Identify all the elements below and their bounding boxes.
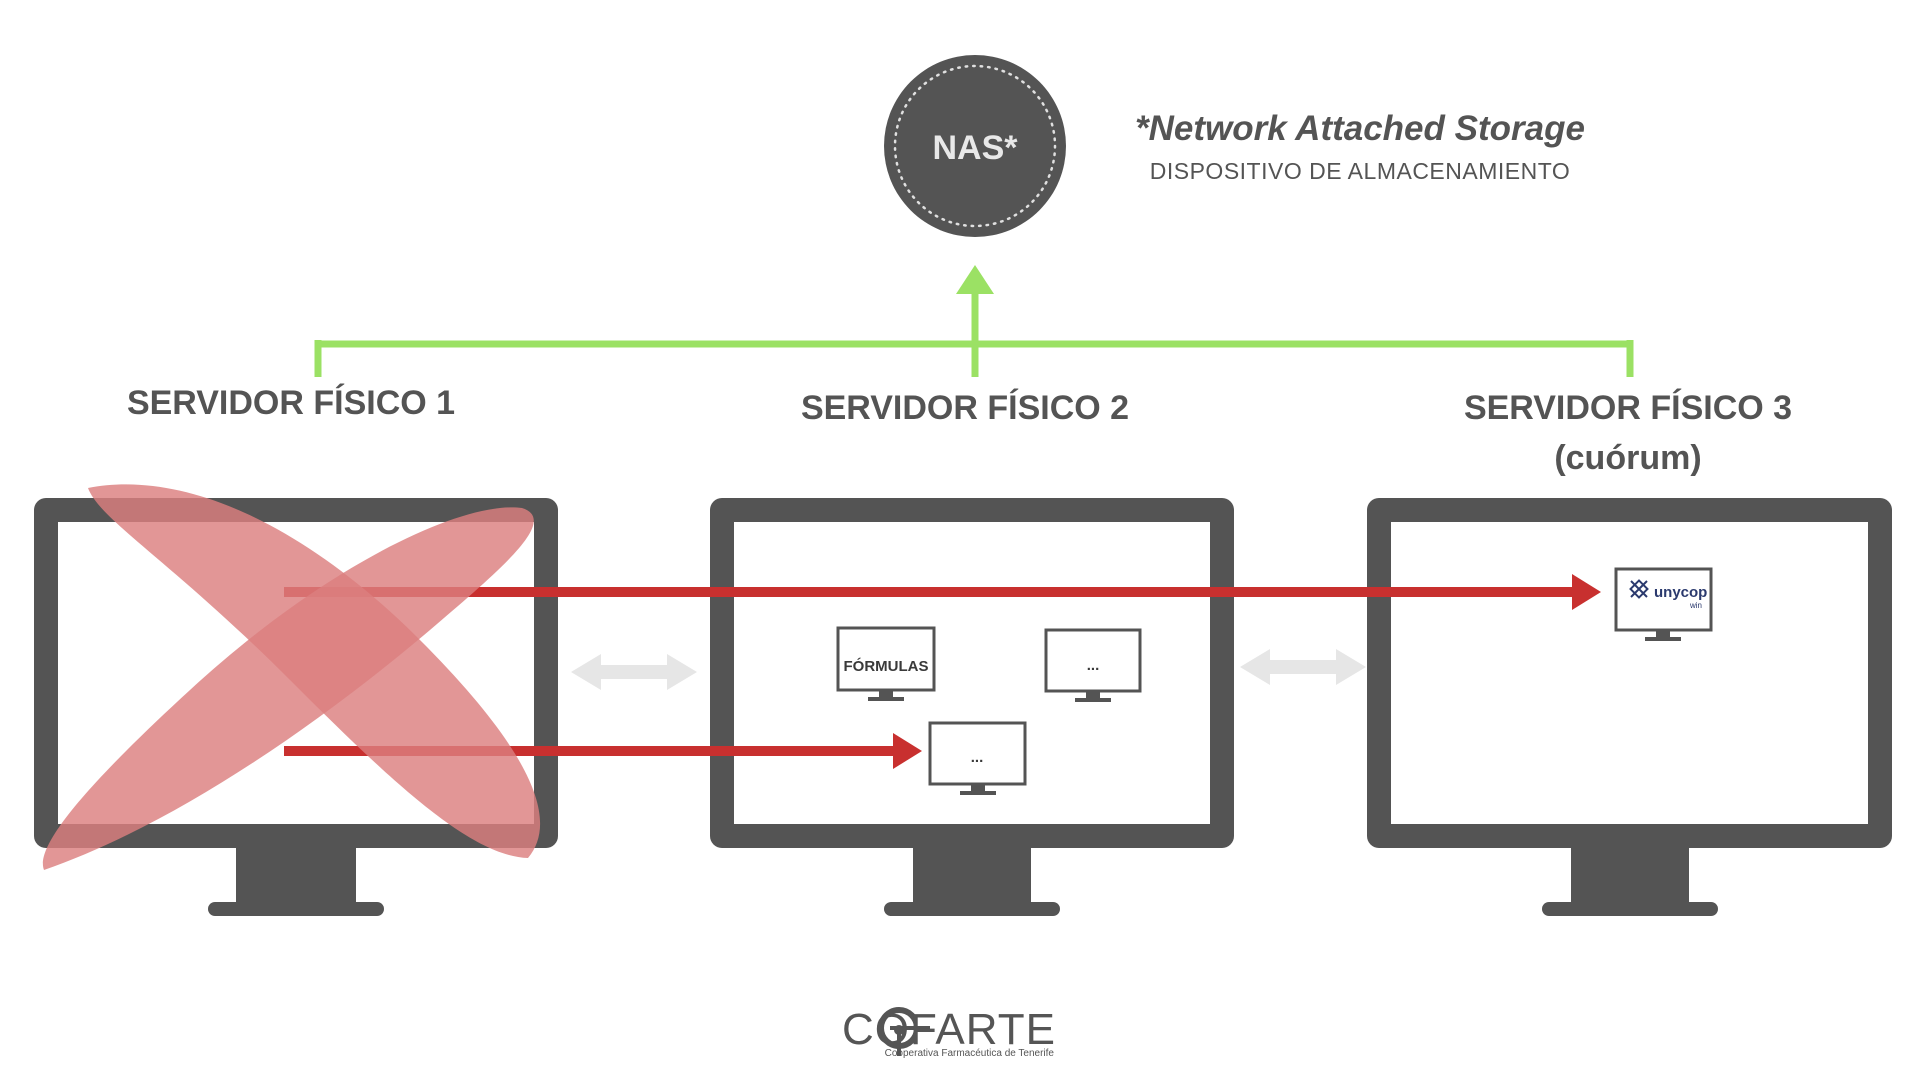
nas-label: NAS* [932, 129, 1018, 167]
cofarte-logo-icon [878, 1007, 930, 1056]
vm-generic-b: ... [928, 721, 1027, 795]
nas-node: NAS* [884, 55, 1066, 237]
unycop-logo-icon [1629, 579, 1649, 599]
server-2-title: SERVIDOR FÍSICO 2 [801, 389, 1129, 427]
vm-generic-a: ... [1044, 628, 1142, 702]
failure-cross-icon [42, 484, 541, 870]
server-3-title: SERVIDOR FÍSICO 3 [1464, 389, 1792, 427]
server-3-monitor [1367, 498, 1892, 916]
server-3-subtitle: (cuórum) [1554, 439, 1701, 477]
server-1-title: SERVIDOR FÍSICO 1 [127, 384, 455, 422]
connector-arrow-up-icon [956, 265, 994, 294]
unycop-brand: unycop [1654, 584, 1707, 601]
vm-formulas-label: FÓRMULAS [844, 657, 929, 675]
vm-formulas: FÓRMULAS [836, 626, 936, 701]
nas-full-name: *Network Attached Storage [1135, 109, 1585, 148]
vm-unycop: unycop win [1614, 567, 1713, 641]
footer-logo-subtitle: Cooperativa Farmacéutica de Tenerife [885, 1048, 1055, 1059]
storage-connector [314, 290, 1634, 377]
failover-arrow-to-server-3 [284, 574, 1601, 610]
unycop-sub: win [1689, 601, 1702, 610]
footer-logo-text: COFARTE [842, 1005, 1056, 1054]
bidirectional-arrow-icon [571, 654, 697, 690]
bidirectional-arrow-icon [1240, 649, 1366, 685]
vm-generic-a-label: ... [1087, 657, 1100, 674]
server-2-monitor [710, 498, 1234, 916]
nas-description: DISPOSITIVO DE ALMACENAMIENTO [1150, 158, 1571, 184]
vm-generic-b-label: ... [971, 749, 984, 766]
